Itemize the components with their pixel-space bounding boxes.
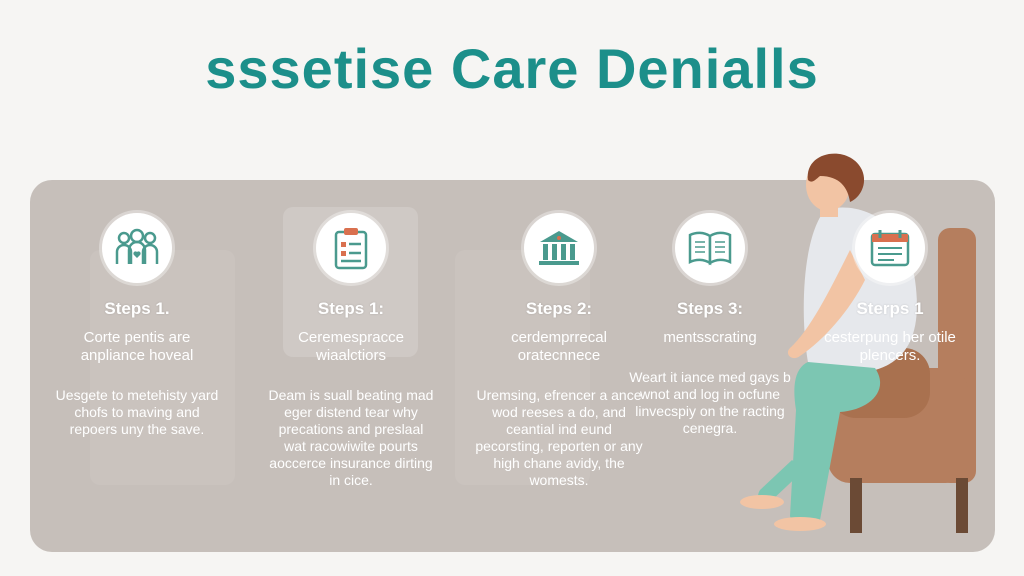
step-column-1 <box>90 250 235 485</box>
step-title: Sterps 1 <box>856 299 924 318</box>
step-4: Steps 3: mentsscrating Weart it iance me… <box>625 213 795 437</box>
step-subtitle: Ceremespracce wiaalctiors <box>298 329 404 364</box>
step-3: Steps 2: cerdemprrecal oratecnnece Urems… <box>474 213 644 489</box>
step-subtitle: Corte pentis are anpliance hoveal <box>80 329 194 364</box>
person-in-chair-illustration <box>740 153 976 533</box>
step-title: Steps 3: <box>676 299 744 318</box>
step-subtitle: cerdemprrecal oratecnnece <box>511 329 607 364</box>
step-1: Steps 1. Corte pentis are anpliance hove… <box>52 213 222 438</box>
step-subtitle: cesterpung her otile plencers. <box>824 329 956 364</box>
book-icon <box>675 213 745 283</box>
step-subtitle: mentsscrating <box>663 329 757 346</box>
calendar-icon <box>855 213 925 283</box>
step-title: Steps 1: <box>317 299 385 318</box>
step-body: Uesgete to metehisty yard chofs to mavin… <box>55 387 219 437</box>
step-title: Steps 2: <box>525 299 593 318</box>
building-icon <box>524 213 594 283</box>
step-column-3 <box>455 250 590 485</box>
step-5: Sterps 1 cesterpung her otile plencers. <box>805 213 975 387</box>
step-body: Uremsing, efrencer a ance wod reeses a d… <box>475 387 643 488</box>
step-title: Steps 1. <box>104 299 170 318</box>
people-icon <box>102 213 172 283</box>
step-body: Deam is suall beating mad eger distend t… <box>268 387 434 488</box>
step-body: Weart it iance med gays b wnot and log i… <box>629 369 791 436</box>
clipboard-icon <box>316 213 386 283</box>
step-2: Steps 1: Ceremespracce wiaalctiors Deam … <box>266 213 436 489</box>
page-title: sssetise Care Denialls <box>205 37 819 100</box>
